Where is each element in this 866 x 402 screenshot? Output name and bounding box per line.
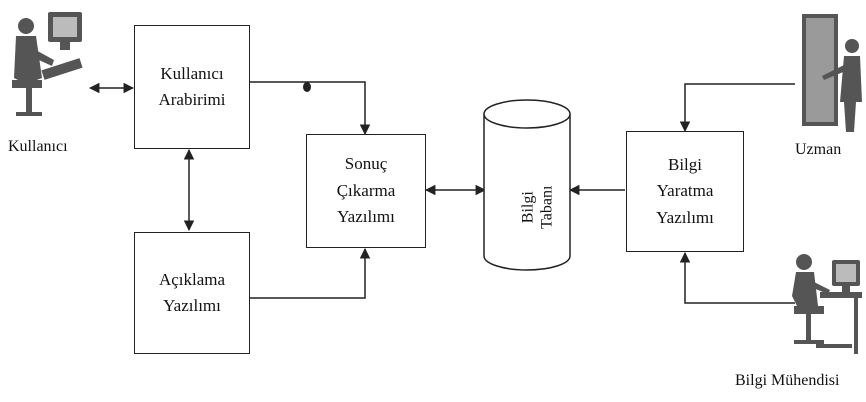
expert-at-board-icon (798, 6, 864, 136)
knowledge-creation-line-2: Yaratma (657, 178, 714, 204)
knowledge-creation-line-1: Bilgi (668, 152, 702, 178)
inference-line-3: Yazılımı (337, 204, 395, 230)
knowledge-creation-box: Bilgi Yaratma Yazılımı (626, 131, 744, 252)
user-at-computer-icon (6, 4, 88, 124)
knowledge-creation-line-3: Yazılımı (656, 205, 714, 231)
knowledge-engineer-label: Bilgi Mühendisi (735, 372, 839, 390)
explanation-line-1: Açıklama (159, 267, 225, 293)
user-label: Kullanıcı (8, 138, 68, 156)
user-interface-line-2: Arabirimi (158, 87, 225, 113)
arrow-expert-to-creation (685, 84, 795, 131)
ink-dot (303, 82, 311, 92)
explanation-box: Açıklama Yazılımı (134, 232, 250, 354)
arrow-explanation-to-inference (250, 249, 365, 298)
user-interface-box: Kullanıcı Arabirimi (134, 25, 250, 149)
knowledge-base-line-2: Tabanı (538, 185, 557, 228)
knowledge-base-line-1: Bilgi (519, 185, 538, 228)
expert-label: Uzman (795, 141, 841, 159)
inference-box: Sonuç Çıkarma Yazılımı (306, 134, 426, 248)
inference-line-2: Çıkarma (337, 178, 396, 204)
arrow-engineer-to-creation (685, 253, 795, 303)
inference-line-1: Sonuç (345, 151, 388, 177)
engineer-at-workstation-icon (788, 246, 864, 364)
explanation-line-2: Yazılımı (163, 293, 221, 319)
knowledge-base-label: Bilgi Tabanı (514, 162, 562, 252)
user-interface-line-1: Kullanıcı (160, 61, 223, 87)
